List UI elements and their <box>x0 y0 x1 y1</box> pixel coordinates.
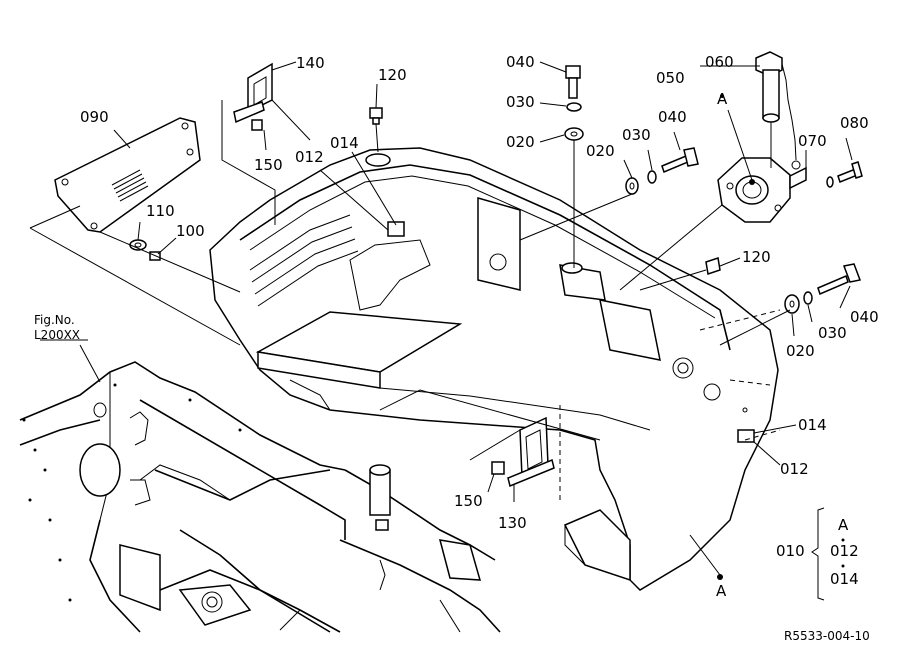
bolt-040-right <box>817 263 862 296</box>
legend-item-012: 012 <box>830 542 859 560</box>
washer-020-right <box>784 294 800 314</box>
label-120-top: 120 <box>378 66 407 84</box>
label-040-top: 040 <box>506 53 535 71</box>
label-020-right: 020 <box>786 342 815 360</box>
label-090: 090 <box>80 108 109 126</box>
leader-lines <box>29 99 791 500</box>
label-012-left: 012 <box>295 148 324 166</box>
washer-030-mid <box>647 170 657 184</box>
plug-120-top <box>369 107 383 125</box>
label-060: 060 <box>705 53 734 71</box>
cover-plate-090 <box>54 117 201 233</box>
label-012-right: 012 <box>780 460 809 478</box>
label-040-right: 040 <box>850 308 879 326</box>
bolt-150-upper <box>251 119 263 131</box>
machine-frame <box>19 361 501 633</box>
label-110: 110 <box>146 202 175 220</box>
label-150-left: 150 <box>254 156 283 174</box>
label-a-bottom: A <box>716 582 727 600</box>
clip-070 <box>789 166 807 190</box>
label-040-mid: 040 <box>658 108 687 126</box>
label-030-right: 030 <box>818 324 847 342</box>
label-030-top: 030 <box>506 93 535 111</box>
legend-assembly-number: 010 <box>776 542 805 560</box>
label-130: 130 <box>498 514 527 532</box>
label-120-right: 120 <box>742 248 771 266</box>
legend-item-a: A <box>838 516 849 534</box>
label-150-bottom: 150 <box>454 492 483 510</box>
label-060-sub: A <box>717 90 728 108</box>
counterweight-body <box>209 147 779 591</box>
washer-030-right <box>803 291 813 305</box>
drawing-number: R5533-004-10 <box>784 629 870 643</box>
label-020-top: 020 <box>506 133 535 151</box>
washer-020-mid <box>625 177 639 195</box>
bracket-130 <box>507 416 555 488</box>
cover-grille <box>111 169 149 202</box>
callout-leaders <box>113 61 853 580</box>
bracket-140 <box>233 62 273 124</box>
label-020-mid: 020 <box>586 142 615 160</box>
washer-020-top <box>564 127 584 141</box>
hitch-050 <box>717 157 791 223</box>
legend-bracket <box>811 507 825 601</box>
washer-030-top <box>566 102 582 112</box>
legend-item-014: 014 <box>830 570 859 588</box>
bolt-150-bottom <box>491 461 505 475</box>
plug-120-right <box>705 257 721 275</box>
bolt-040-top <box>565 65 581 99</box>
figure-ref-line2: L200XX <box>34 328 80 342</box>
label-030-mid: 030 <box>622 126 651 144</box>
figure-ref-line1: Fig.No. <box>34 313 75 327</box>
label-070: 070 <box>798 132 827 150</box>
label-014-right: 014 <box>798 416 827 434</box>
pin-060 <box>755 51 801 170</box>
bolt-080 <box>826 161 863 188</box>
assembly-legend: 010 A 012 014 <box>776 507 859 601</box>
figure-reference: Fig.No. L200XX <box>34 313 80 342</box>
bolt-040-mid <box>661 147 699 174</box>
label-080: 080 <box>840 114 869 132</box>
label-014-left: 014 <box>330 134 359 152</box>
label-140: 140 <box>296 54 325 72</box>
callout-labels: 040 030 020 050 060 A 140 120 090 150 01… <box>80 53 879 600</box>
label-100: 100 <box>176 222 205 240</box>
label-050: 050 <box>656 69 685 87</box>
